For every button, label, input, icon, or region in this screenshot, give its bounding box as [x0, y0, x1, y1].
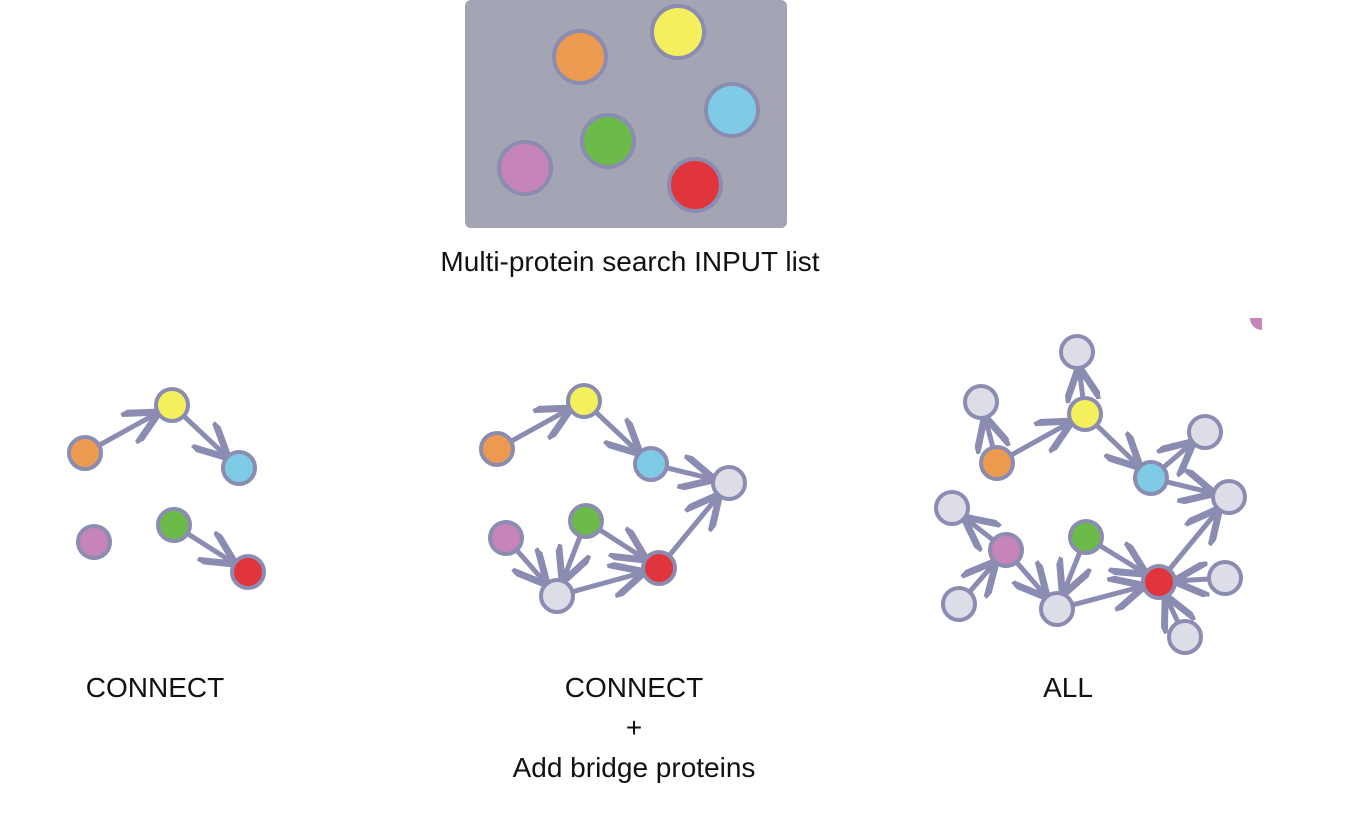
bridge-protein-node: [941, 586, 977, 622]
bridge-protein-node: [1187, 414, 1223, 450]
orange-protein-node: [479, 431, 515, 467]
interaction-edge: [1167, 598, 1178, 622]
red-protein-node: [1141, 564, 1177, 600]
yellow-protein-node: [154, 387, 190, 423]
interaction-edge: [1016, 559, 1045, 595]
interaction-edge: [185, 534, 233, 563]
bridge-protein-node: [1059, 334, 1095, 370]
connect-caption: CONNECT: [40, 668, 270, 708]
interaction-edge: [1079, 370, 1083, 398]
interaction-edge: [1093, 422, 1138, 465]
input-protein-nodes: [497, 4, 760, 213]
pink-protein-node: [988, 532, 1024, 568]
red-protein-node: [641, 550, 677, 586]
bridge-protein-node: [1167, 619, 1203, 655]
connect-network: [67, 387, 266, 590]
orange-protein-node: [67, 435, 103, 471]
interaction-edge: [517, 550, 546, 582]
yellow-protein-node: [1067, 396, 1103, 432]
red-protein-node: [230, 554, 266, 590]
orange-protein-node: [979, 445, 1015, 481]
yellow-protein-node: [650, 4, 706, 60]
interaction-edge: [596, 530, 643, 559]
cyan-protein-node: [221, 450, 257, 486]
bridge-protein-node: [934, 490, 970, 526]
interaction-edge: [1164, 482, 1212, 493]
bridge-protein-node: [539, 578, 575, 614]
interaction-edge: [1008, 423, 1069, 458]
green-protein-node: [568, 503, 604, 539]
interaction-edge: [966, 519, 993, 540]
input-list-caption: Multi-protein search INPUT list: [440, 246, 820, 277]
caption-line: +: [625, 712, 643, 743]
interaction-edge: [1069, 587, 1141, 605]
interaction-edge: [593, 409, 638, 452]
interaction-edge: [664, 468, 712, 479]
all-caption: ALL: [968, 668, 1168, 708]
caption-line: CONNECT: [85, 672, 225, 703]
pink-protein-node: [76, 524, 112, 560]
interaction-edge: [508, 410, 568, 444]
yellow-protein-node: [566, 383, 602, 419]
cyan-protein-node: [1133, 460, 1169, 496]
interaction-edge: [1064, 549, 1080, 592]
interaction-edge: [181, 413, 226, 456]
interaction-edge: [1177, 579, 1212, 581]
interaction-edge: [1163, 444, 1191, 468]
interaction-edge: [569, 573, 641, 592]
bridge-protein-node: [711, 465, 747, 501]
interaction-edge: [1097, 545, 1144, 572]
interaction-edge: [986, 419, 993, 447]
bridge-protein-node: [963, 384, 999, 420]
all-network: [934, 334, 1247, 655]
orange-protein-node: [552, 29, 608, 85]
interaction-edge: [563, 533, 580, 579]
bridge-protein-node: [1039, 591, 1075, 627]
interaction-edge: [666, 497, 717, 559]
interaction-edge: [96, 414, 156, 448]
green-protein-node: [580, 113, 636, 169]
bridge-protein-node: [1211, 479, 1247, 515]
connect-bridge-caption: CONNECT + Add bridge proteins: [434, 668, 834, 788]
partial-protein-node: [1250, 318, 1262, 330]
caption-line: CONNECT: [564, 672, 704, 703]
red-protein-node: [667, 157, 723, 213]
connect-bridge-network: [479, 383, 747, 614]
cyan-protein-node: [633, 446, 669, 482]
pink-protein-node: [488, 520, 524, 556]
pink-protein-node: [497, 140, 553, 196]
caption-line: ALL: [1043, 672, 1093, 703]
bridge-protein-node: [1207, 560, 1243, 596]
interaction-edge: [1166, 511, 1217, 573]
green-protein-node: [1068, 519, 1104, 555]
interaction-edge: [970, 564, 995, 592]
caption-line: Add bridge proteins: [512, 752, 756, 783]
cyan-protein-node: [704, 82, 760, 138]
green-protein-node: [156, 507, 192, 543]
